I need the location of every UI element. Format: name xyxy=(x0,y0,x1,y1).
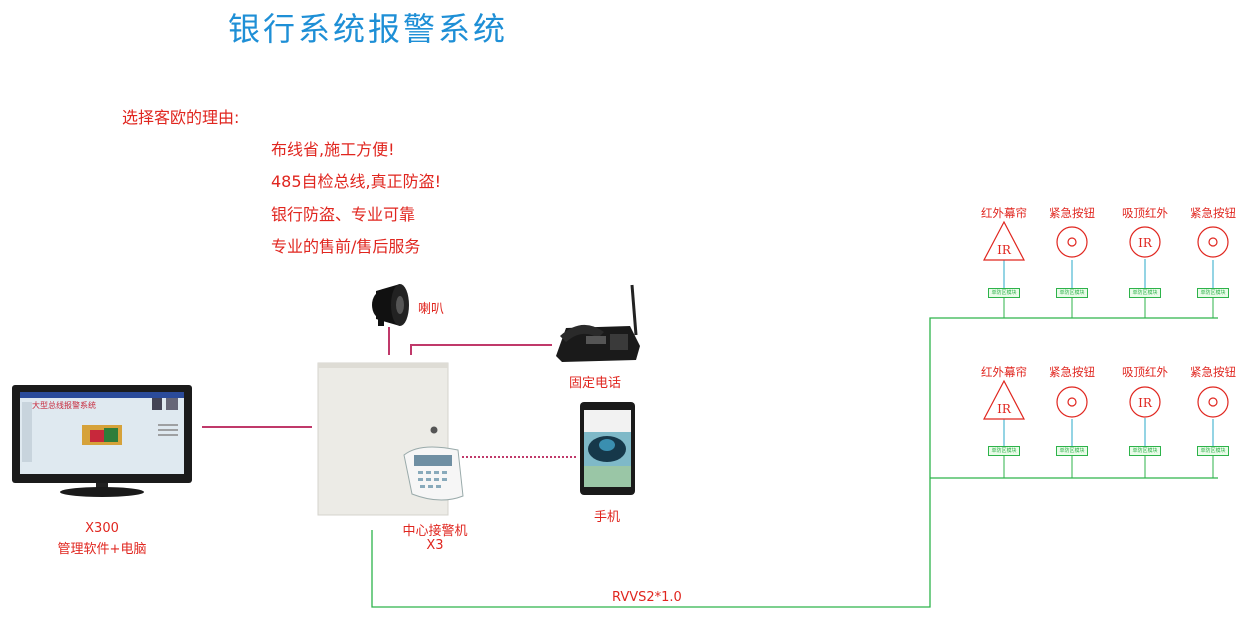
diagram-title: 银行系统报警系统 xyxy=(228,10,509,48)
reason-item: 485自检总线,真正防盗! xyxy=(271,172,442,191)
panic-button-icon xyxy=(1197,386,1229,418)
zone-device-label: 红外幕帘 xyxy=(981,206,1027,220)
zone-row-1-bus-drops xyxy=(1003,297,1214,318)
monitor-icon xyxy=(12,385,192,497)
reasons-heading: 选择客欧的理由: xyxy=(122,108,240,127)
reason-item: 银行防盗、专业可靠 xyxy=(271,205,416,224)
cable-label: RVVS2*1.0 xyxy=(612,590,682,605)
ir-symbol-text: IR xyxy=(1138,396,1153,410)
zone-module-tag: 单防区模块 xyxy=(1056,288,1088,298)
monitor-screen-title: 大型总线报警系统 xyxy=(32,401,96,410)
reason-item: 专业的售前/售后服务 xyxy=(271,237,421,256)
zone-module-tag: 单防区模块 xyxy=(988,288,1020,298)
phone-link xyxy=(410,344,552,355)
panic-button-icon xyxy=(1056,226,1088,258)
ceiling-ir-icon: IR xyxy=(1129,386,1161,418)
panic-button-icon xyxy=(1056,386,1088,418)
keypad-icon xyxy=(403,446,464,501)
zone-module-tag: 单防区模块 xyxy=(988,446,1020,456)
zone-module-tag: 单防区模块 xyxy=(1056,446,1088,456)
ir-symbol-text: IR xyxy=(1138,236,1153,250)
host-caption: 中心接警机 xyxy=(402,524,468,539)
bus-cable xyxy=(371,317,1218,608)
ceiling-ir-icon: IR xyxy=(1129,226,1161,258)
zone-device-label: 紧急按钮 xyxy=(1049,365,1095,379)
reason-item: 布线省,施工方便! xyxy=(271,140,395,159)
zone-device-label: 红外幕帘 xyxy=(981,365,1027,379)
ir-curtain-icon: IR xyxy=(983,220,1025,261)
monitor-model: X300 xyxy=(85,521,119,536)
zone-device-label: 吸顶红外 xyxy=(1122,365,1168,379)
zone-device-label: 紧急按钮 xyxy=(1190,206,1236,220)
zone-module-tag: 单防区模块 xyxy=(1129,446,1161,456)
zone-row-1-drops xyxy=(1003,259,1214,288)
ir-symbol-text: IR xyxy=(997,243,1012,257)
zone-module-tag: 单防区模块 xyxy=(1197,288,1229,298)
ir-curtain-icon: IR xyxy=(983,379,1025,420)
ir-symbol-text: IR xyxy=(997,402,1012,416)
mobile-phone-icon xyxy=(580,402,635,495)
zone-device-label: 紧急按钮 xyxy=(1049,206,1095,220)
mobile-phone-label: 手机 xyxy=(593,510,620,525)
zone-device-label: 吸顶红外 xyxy=(1122,206,1168,220)
zone-device-label: 紧急按钮 xyxy=(1190,365,1236,379)
panic-button-icon xyxy=(1197,226,1229,258)
zone-module-tag: 单防区模块 xyxy=(1129,288,1161,298)
zone-row-2-bus-drops xyxy=(1003,455,1214,478)
host-model: X3 xyxy=(426,538,444,553)
zone-row-2-drops xyxy=(1003,418,1214,446)
desk-phone-label: 固定电话 xyxy=(568,376,621,391)
desk-phone-icon xyxy=(556,284,640,362)
zone-module-tag: 单防区模块 xyxy=(1197,446,1229,456)
monitor-caption: 管理软件+电脑 xyxy=(57,542,147,557)
horn-icon xyxy=(372,284,409,326)
horn-label: 喇叭 xyxy=(418,302,445,317)
